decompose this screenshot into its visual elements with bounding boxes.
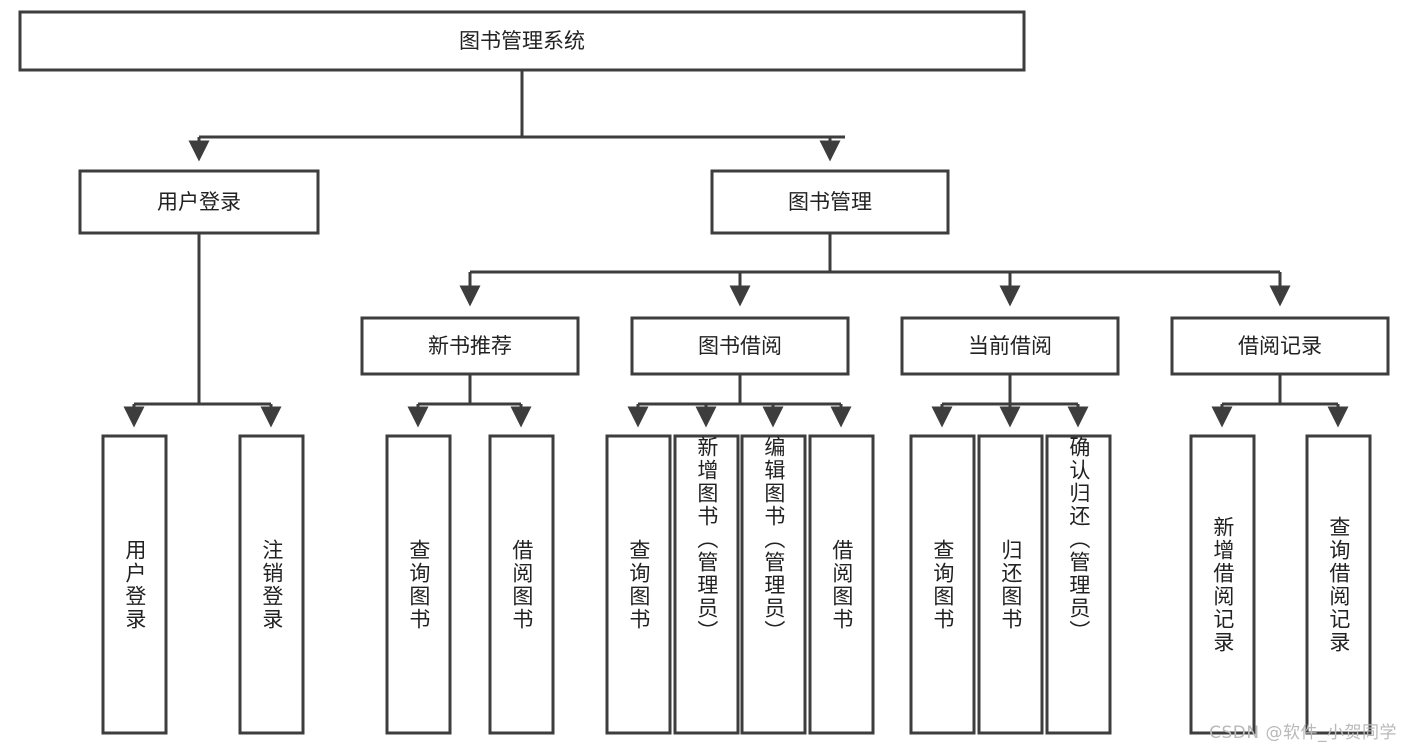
leaf-box-borrow-book[interactable] <box>808 434 875 735</box>
edge-recommend-to-leaves <box>407 374 532 428</box>
edge-record-to-leaves <box>1211 374 1349 428</box>
leaf-box-logout[interactable] <box>238 434 305 735</box>
node-borrow-record-label: 借阅记录 <box>1238 334 1322 358</box>
leaf-box-query-borrow-record[interactable] <box>1305 434 1372 735</box>
node-book-borrow[interactable]: 图书借阅 <box>630 316 850 376</box>
node-book-management[interactable]: 图书管理 <box>710 169 950 235</box>
node-borrow-record[interactable]: 借阅记录 <box>1170 316 1390 376</box>
node-new-book-recommend[interactable]: 新书推荐 <box>360 316 580 376</box>
leaf-box-add-borrow-record[interactable] <box>1189 434 1256 735</box>
node-root-label: 图书管理系统 <box>459 29 585 53</box>
leaf-box-confirm-return-admin[interactable] <box>1045 434 1112 735</box>
watermark: CSDN @软件_小贺同学 <box>1209 723 1397 743</box>
leaf-box-return-book[interactable] <box>977 434 1044 735</box>
node-new-book-recommend-label: 新书推荐 <box>428 334 512 358</box>
edge-current-to-leaves <box>931 374 1089 428</box>
edge-userlogin-to-leaves <box>123 233 282 428</box>
edge-bookmgmt-to-level3 <box>459 233 1291 307</box>
node-book-management-label: 图书管理 <box>788 190 872 214</box>
edge-root-to-level2 <box>188 70 845 162</box>
node-root[interactable]: 图书管理系统 <box>18 10 1026 72</box>
node-book-borrow-label: 图书借阅 <box>698 334 782 358</box>
node-user-login-label: 用户登录 <box>157 190 241 214</box>
leaf-box-query-book-borrow[interactable] <box>605 434 672 735</box>
leaf-box-add-book-admin[interactable] <box>673 434 740 735</box>
leaf-box-borrow-book-recommend[interactable] <box>488 434 555 735</box>
node-user-login[interactable]: 用户登录 <box>78 169 320 235</box>
node-current-borrow[interactable]: 当前借阅 <box>900 316 1120 376</box>
leaf-box-edit-book-admin[interactable] <box>740 434 807 735</box>
leaf-box-query-book-recommend[interactable] <box>385 434 452 735</box>
leaf-box-query-book-current[interactable] <box>909 434 976 735</box>
node-current-borrow-label: 当前借阅 <box>968 334 1052 358</box>
leaf-box-user-login[interactable] <box>101 434 168 735</box>
edge-borrow-to-leaves <box>627 374 852 428</box>
